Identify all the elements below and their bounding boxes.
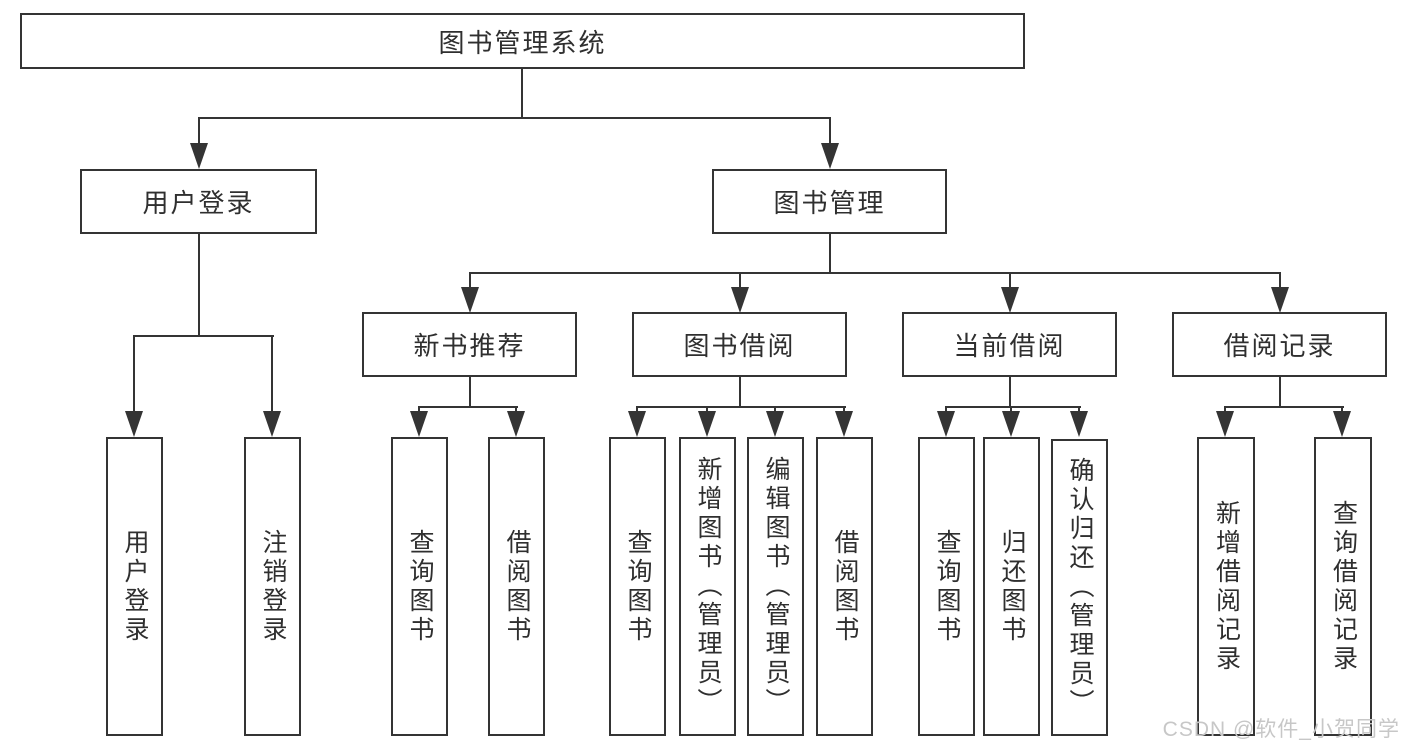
- node-book-borrowing: 图书借阅: [632, 312, 847, 377]
- leaf-borrowing-add-books-admin: 新增图书（管理员）: [679, 437, 736, 736]
- connector-current-stem: [1009, 377, 1011, 407]
- node-label: 注销登录: [259, 528, 287, 645]
- connector-records-bar: [1224, 406, 1344, 408]
- connector-drop: [1224, 406, 1226, 414]
- leaf-recommend-query-books: 查询图书: [391, 437, 448, 736]
- leaf-current-return-books: 归还图书: [983, 437, 1040, 736]
- connector-drop: [1078, 406, 1080, 414]
- arrow-down-icon: [1216, 411, 1234, 437]
- connector-drop: [1010, 406, 1012, 414]
- arrow-down-icon: [1333, 411, 1351, 437]
- node-current-borrowing: 当前借阅: [902, 312, 1117, 377]
- connector-recommend-bar: [418, 406, 518, 408]
- connector-bookmgmt-bar: [469, 272, 1281, 274]
- node-label: 新书推荐: [413, 331, 526, 361]
- connector-drop: [774, 406, 776, 414]
- node-book-management: 图书管理: [712, 169, 947, 234]
- arrow-down-icon: [507, 411, 525, 437]
- leaf-records-query-borrow-record: 查询借阅记录: [1314, 437, 1372, 736]
- node-label: 新增借阅记录: [1212, 499, 1241, 674]
- arrow-down-icon: [821, 143, 839, 169]
- leaf-user-login: 用户登录: [106, 437, 163, 736]
- connector-bookmgmt-stem: [829, 234, 831, 273]
- arrow-down-icon: [1070, 411, 1088, 437]
- arrow-down-icon: [937, 411, 955, 437]
- leaf-current-query-books: 查询图书: [918, 437, 975, 736]
- arrow-down-icon: [766, 411, 784, 437]
- arrow-down-icon: [731, 287, 749, 313]
- leaf-records-add-borrow-record: 新增借阅记录: [1197, 437, 1255, 736]
- connector-drop-book-mgmt: [829, 117, 831, 145]
- connector-records-stem: [1279, 377, 1281, 407]
- arrow-down-icon: [835, 411, 853, 437]
- node-label: 用户登录: [142, 188, 255, 218]
- connector-root-stem: [521, 69, 523, 118]
- arrow-down-icon: [698, 411, 716, 437]
- arrow-down-icon: [190, 143, 208, 169]
- node-label: 查询借阅记录: [1329, 499, 1358, 674]
- connector-drop: [271, 335, 273, 413]
- arrow-down-icon: [461, 287, 479, 313]
- connector-drop: [469, 272, 471, 289]
- connector-drop: [1279, 272, 1281, 289]
- connector-drop: [706, 406, 708, 414]
- connector-drop: [1009, 272, 1011, 289]
- connector-root-bar: [198, 117, 831, 119]
- node-label: 归还图书: [998, 528, 1026, 645]
- leaf-recommend-borrow-books: 借阅图书: [488, 437, 545, 736]
- connector-recommend-stem: [469, 377, 471, 407]
- arrow-down-icon: [410, 411, 428, 437]
- leaf-borrowing-query-books: 查询图书: [609, 437, 666, 736]
- leaf-borrowing-borrow-books: 借阅图书: [816, 437, 873, 736]
- connector-drop: [515, 406, 517, 414]
- arrow-down-icon: [1271, 287, 1289, 313]
- node-label: 查询图书: [406, 528, 434, 645]
- connector-drop: [636, 406, 638, 414]
- connector-drop: [418, 406, 420, 414]
- leaf-current-confirm-return-admin: 确认归还（管理员）: [1051, 439, 1108, 736]
- arrow-down-icon: [125, 411, 143, 437]
- connector-drop: [945, 406, 947, 414]
- node-label: 借阅图书: [831, 528, 859, 645]
- connector-drop: [133, 335, 135, 413]
- connector-drop: [739, 272, 741, 289]
- node-label: 图书管理系统: [438, 27, 607, 58]
- node-new-book-recommendation: 新书推荐: [362, 312, 577, 377]
- node-label: 编辑图书（管理员）: [762, 456, 790, 717]
- node-label: 查询图书: [624, 528, 652, 645]
- node-label: 图书借阅: [683, 331, 796, 361]
- connector-drop: [843, 406, 845, 414]
- node-label: 当前借阅: [953, 331, 1066, 361]
- arrow-down-icon: [628, 411, 646, 437]
- node-label: 借阅记录: [1223, 331, 1336, 361]
- node-label: 新增图书（管理员）: [694, 456, 722, 717]
- arrow-down-icon: [1001, 287, 1019, 313]
- connector-borrowing-stem: [739, 377, 741, 407]
- csdn-watermark: CSDN @软件_小贺同学: [1162, 718, 1400, 741]
- node-borrowing-records: 借阅记录: [1172, 312, 1387, 377]
- node-user-login: 用户登录: [80, 169, 317, 234]
- node-label: 借阅图书: [503, 528, 531, 645]
- node-root-library-system: 图书管理系统: [20, 13, 1025, 69]
- leaf-logout-login: 注销登录: [244, 437, 301, 736]
- node-label: 确认归还（管理员）: [1066, 457, 1094, 718]
- leaf-borrowing-edit-books-admin: 编辑图书（管理员）: [747, 437, 804, 736]
- connector-borrowing-bar: [636, 406, 846, 408]
- node-label: 查询图书: [933, 528, 961, 645]
- node-label: 图书管理: [773, 188, 886, 218]
- arrow-down-icon: [1002, 411, 1020, 437]
- node-label: 用户登录: [121, 528, 149, 645]
- connector-drop-user-login: [198, 117, 200, 145]
- connector-current-bar: [945, 406, 1081, 408]
- connector-userlogin-bar: [133, 335, 274, 337]
- arrow-down-icon: [263, 411, 281, 437]
- connector-userlogin-stem: [198, 234, 200, 336]
- connector-drop: [1341, 406, 1343, 414]
